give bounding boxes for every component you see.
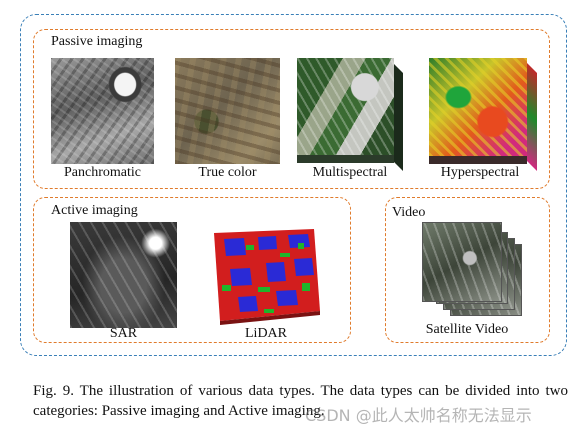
- multispectral-cube-bottom: [297, 155, 394, 163]
- multispectral-image: [297, 58, 394, 155]
- sar-label: SAR: [109, 326, 138, 341]
- panchromatic-label: Panchromatic: [64, 165, 141, 180]
- active-imaging-title: Active imaging: [51, 203, 138, 218]
- video-group: [385, 197, 550, 343]
- true-color-image: [175, 58, 280, 164]
- hyperspectral-image: [429, 58, 527, 156]
- lidar-image: [214, 229, 320, 325]
- active-imaging-group: [33, 197, 351, 343]
- lidar-label: LiDAR: [245, 326, 287, 341]
- video-frame-front: [422, 222, 502, 302]
- hyperspectral-cube-bottom: [429, 156, 527, 164]
- figure-caption: Fig. 9. The illustration of various data…: [33, 383, 568, 419]
- true-color-label: True color: [198, 165, 257, 180]
- panchromatic-image: [51, 58, 154, 164]
- passive-imaging-group: [33, 29, 550, 189]
- hyperspectral-cube-side: [527, 63, 537, 171]
- watermark: CSDN @此人太帅名称无法显示: [305, 406, 532, 425]
- multispectral-cube-side: [394, 64, 403, 171]
- multispectral-label: Multispectral: [312, 165, 388, 180]
- passive-imaging-title: Passive imaging: [51, 34, 143, 49]
- satellite-video-label: Satellite Video: [425, 322, 509, 337]
- video-title: Video: [392, 205, 426, 220]
- sar-image: [70, 222, 177, 328]
- hyperspectral-label: Hyperspectral: [440, 165, 520, 180]
- data-types-outer-frame: [20, 14, 567, 356]
